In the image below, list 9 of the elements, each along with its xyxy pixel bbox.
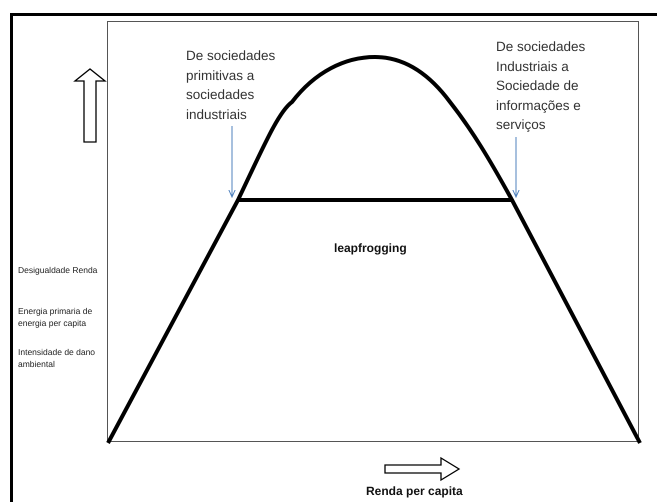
region-label: leapfrogging — [334, 241, 407, 255]
axis-label: Energia primaria de energia per capita — [18, 305, 94, 329]
leader-line — [512, 136, 520, 198]
annotation-text: De sociedades Industriais a Sociedade de informações e serviços — [496, 37, 606, 134]
annotation-text: De sociedades primitivas a sociedades industriais — [186, 46, 296, 124]
axis-title: Renda per capita — [366, 484, 463, 498]
leader-line — [228, 126, 236, 198]
axis-label: Desigualdade Renda — [18, 264, 98, 276]
axis-label: Intensidade de dano ambiental — [18, 346, 96, 370]
